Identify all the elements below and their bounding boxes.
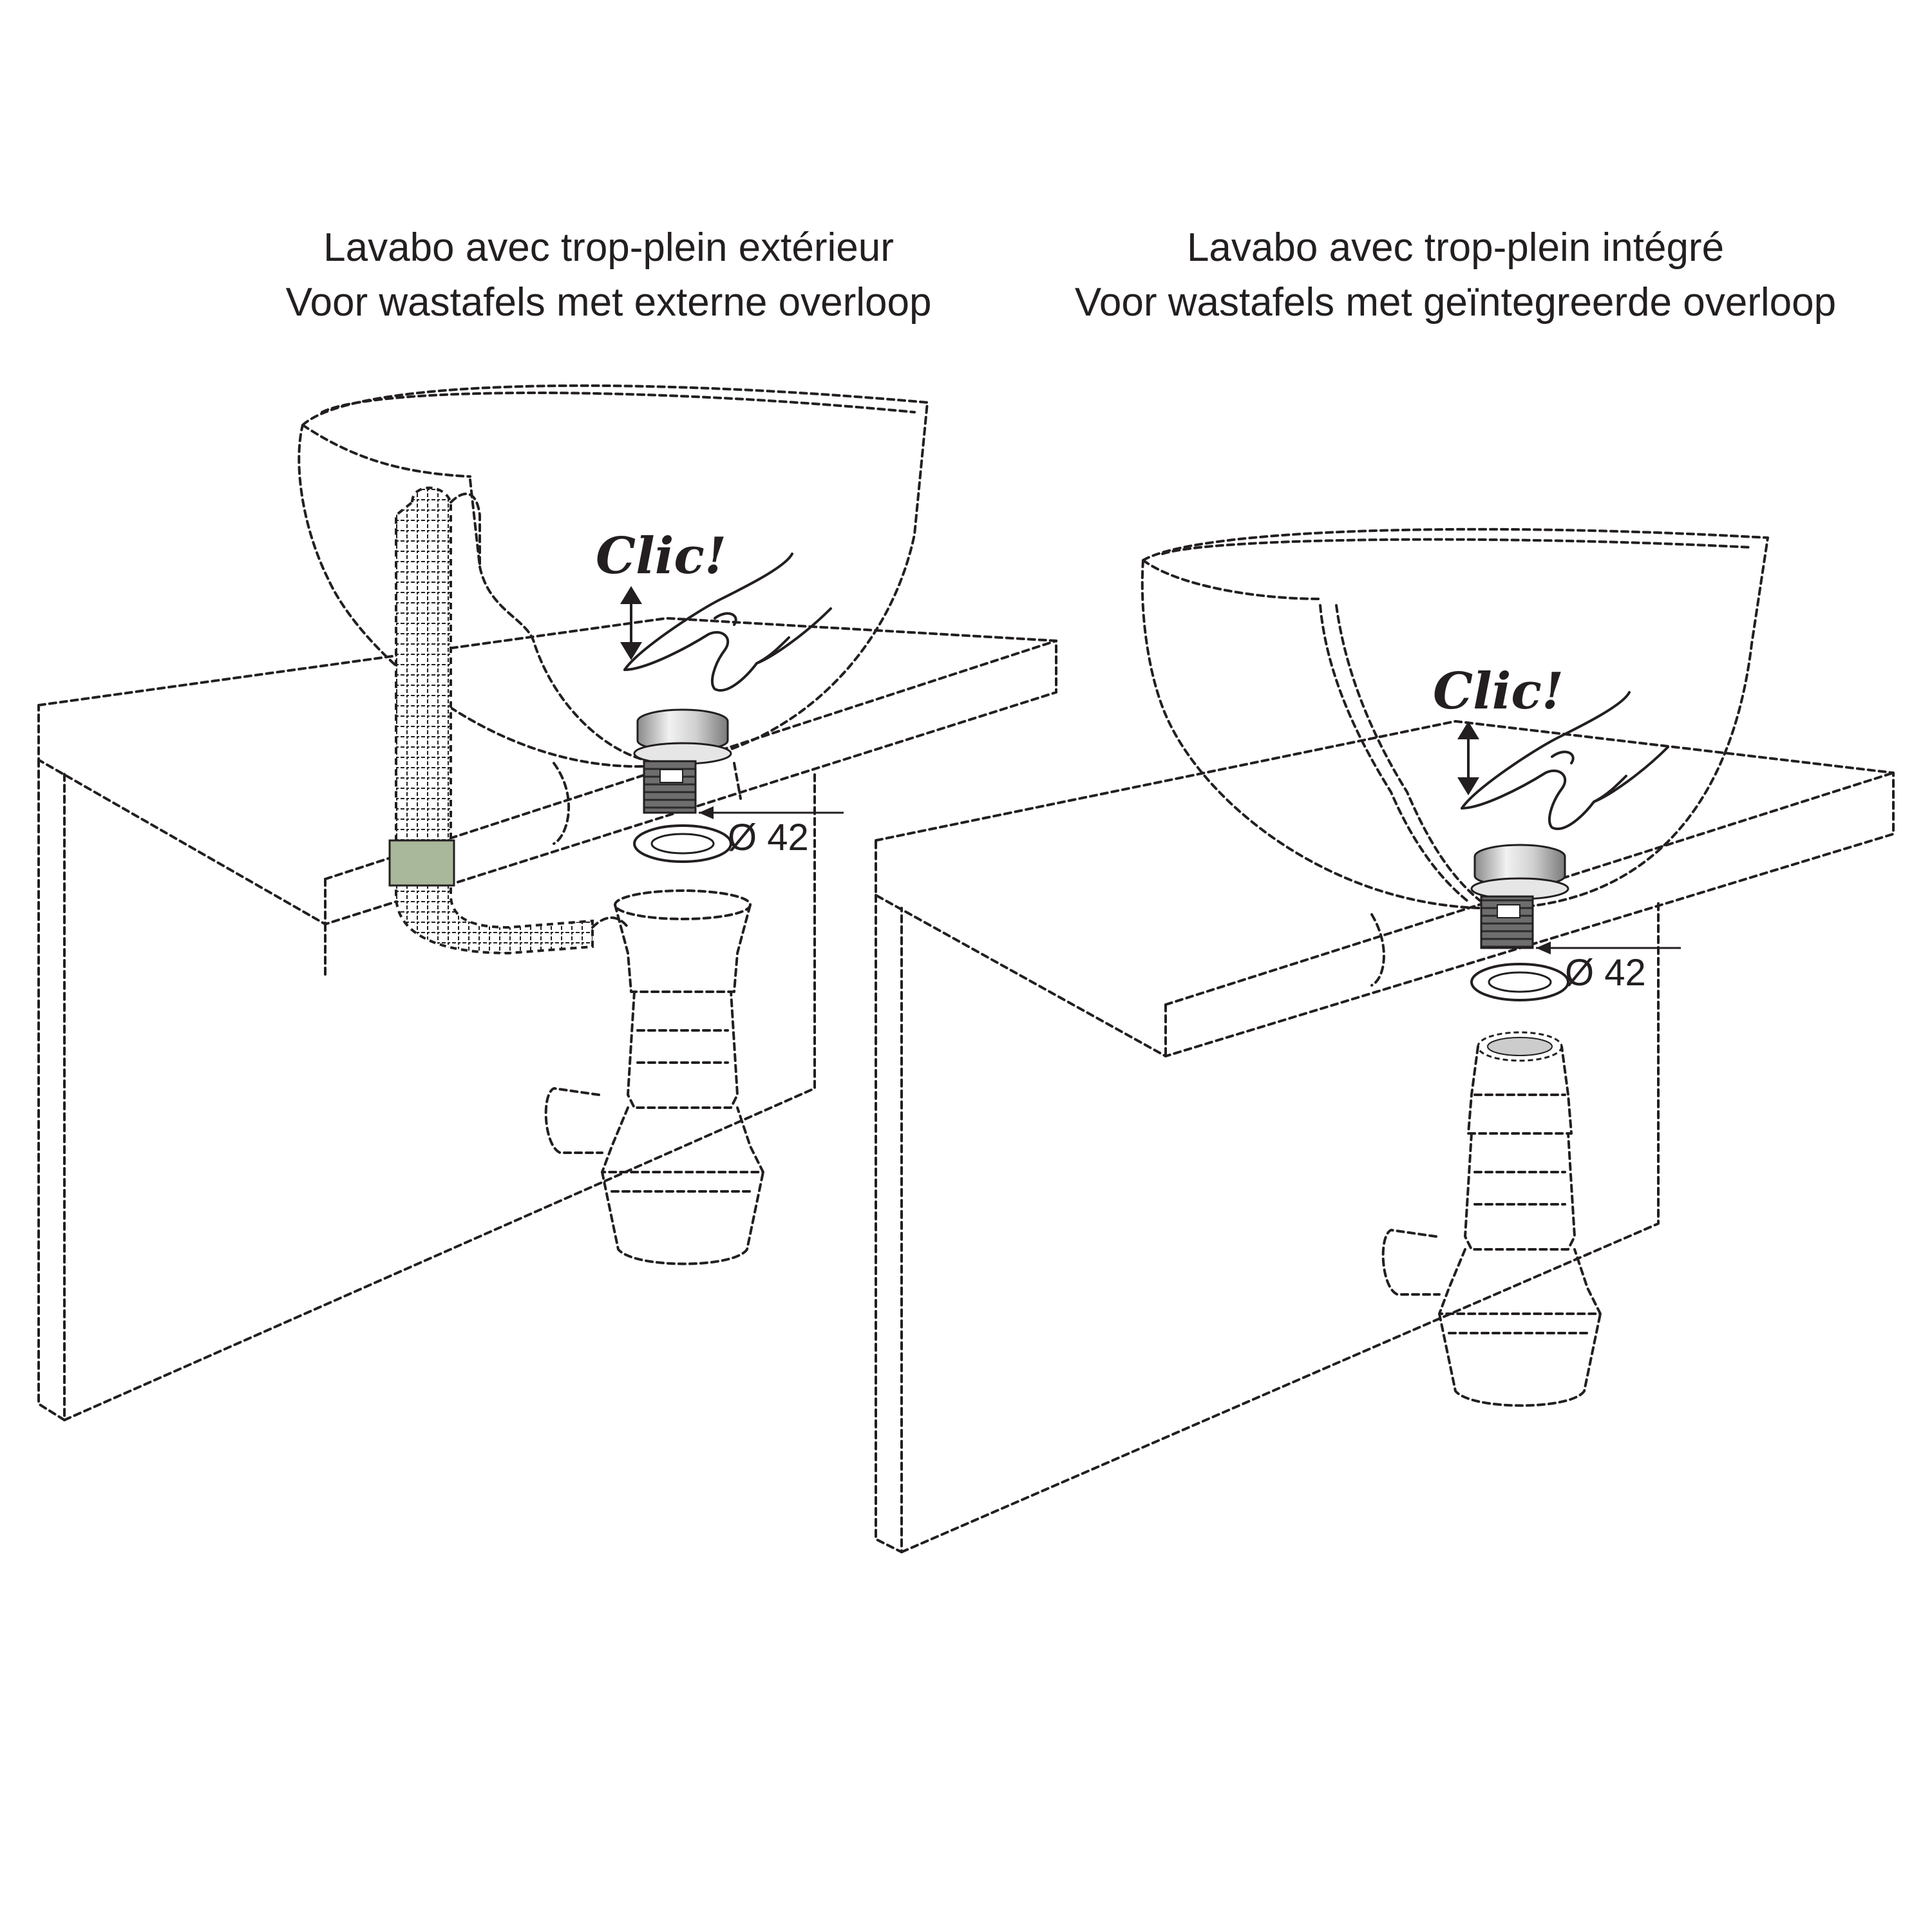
left-click-hint: Clic! (596, 527, 832, 692)
right-up-down-arrow-icon (1457, 721, 1479, 795)
right-diameter-label: Ø 42 (1565, 952, 1646, 994)
right-hand-icon (1461, 691, 1669, 830)
right-bottle-trap (1381, 1031, 1602, 1407)
left-up-down-arrow-icon (620, 586, 642, 660)
left-installation: Clic! Ø 42 (37, 384, 1057, 1421)
right-click-drain: Ø 42 (1470, 844, 1681, 1001)
right-basin (1141, 527, 1769, 910)
right-installation: Clic! Ø 42 (875, 527, 1895, 1553)
right-title-fr: Lavabo avec trop-plein intégré (1187, 225, 1724, 270)
left-title-fr: Lavabo avec trop-plein extérieur (323, 225, 894, 270)
right-vanity-cabinet (875, 720, 1895, 1553)
left-basin (298, 384, 929, 768)
left-bottle-trap (544, 889, 764, 1265)
right-title-nl: Voor wastafels met geïntegreerde overloo… (1075, 280, 1836, 325)
left-clic-label: Clic! (596, 527, 726, 585)
left-vanity-cabinet (37, 617, 1057, 1421)
left-hand-icon (623, 553, 832, 692)
left-hose-seal (388, 839, 455, 887)
right-click-hint: Clic! (1433, 662, 1669, 830)
right-clic-label: Clic! (1433, 662, 1564, 721)
left-diameter-label: Ø 42 (728, 817, 809, 858)
left-overflow-hose (388, 486, 594, 955)
left-click-drain: Ø 42 (633, 708, 844, 863)
left-title-nl: Voor wastafels met externe overloop (286, 280, 932, 325)
